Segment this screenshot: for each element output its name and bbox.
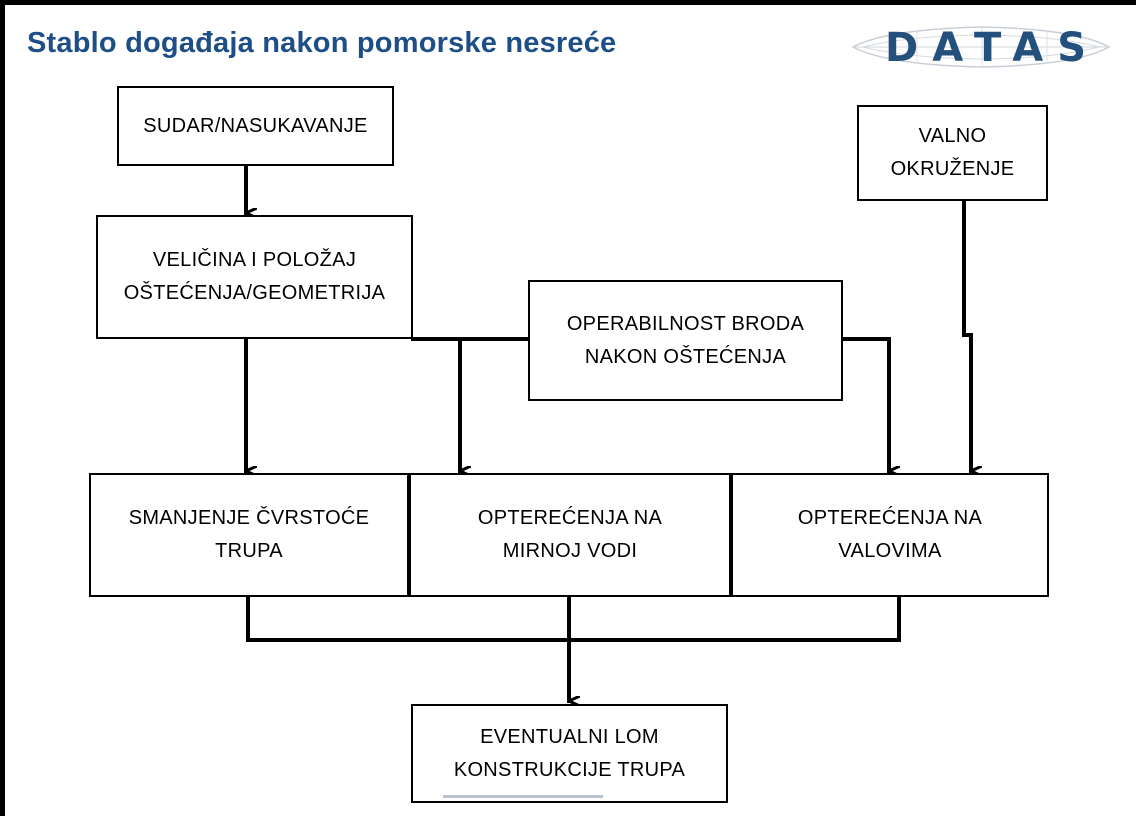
- node-opterecenja-valovima: OPTEREĆENJA NA VALOVIMA: [731, 473, 1049, 597]
- node-operabilnost-broda: OPERABILNOST BRODA NAKON OŠTEĆENJA: [528, 280, 843, 401]
- node-valovi-line1: OPTEREĆENJA NA: [797, 507, 983, 529]
- logo-text: DATAS: [885, 25, 1100, 71]
- node-operabilnost-line2: NAKON OŠTEĆENJA: [584, 345, 787, 368]
- underline-decoration: [443, 795, 603, 798]
- node-velicina-line1: VELIČINA I POLOŽAJ: [152, 249, 357, 271]
- logo-ship-outline: [851, 26, 1111, 68]
- node-sudar-line1: SUDAR/NASUKAVANJE: [143, 114, 368, 137]
- node-valno-okruzenje: VALNO OKRUŽENJE: [857, 105, 1048, 201]
- node-velicina-polozaj: VELIČINA I POLOŽAJ OŠTEĆENJA/GEOMETRIJA: [96, 215, 413, 339]
- node-smanjenje-line2: TRUPA: [215, 540, 283, 562]
- node-mirna-voda-line2: MIRNOJ VODI: [502, 540, 638, 562]
- node-operabilnost-line1: OPERABILNOST BRODA: [566, 312, 805, 335]
- node-valno-line1: VALNO: [918, 125, 987, 147]
- node-sudar-nasukavanje: SUDAR/NASUKAVANJE: [117, 86, 394, 166]
- node-mirna-voda-line1: OPTEREĆENJA NA: [477, 507, 663, 529]
- node-velicina-line2: OŠTEĆENJA/GEOMETRIJA: [123, 282, 386, 304]
- arrow-operabilnost-to-valovi: [841, 337, 889, 471]
- node-valovi-line2: VALOVIMA: [838, 540, 942, 562]
- node-smanjenje-line1: SMANJENJE ČVRSTOĆE: [128, 507, 370, 529]
- arrow-valno-to-valovi: [962, 199, 971, 471]
- node-eventualni-lom: EVENTUALNI LOM KONSTRUKCIJE TRUPA: [411, 704, 728, 803]
- slide-title: Stablo događaja nakon pomorske nesreće: [27, 27, 617, 59]
- connector-arrows: [244, 164, 1136, 821]
- node-valno-line2: OKRUŽENJE: [890, 158, 1015, 180]
- datas-logo: DATAS: [847, 19, 1117, 75]
- line-lower-collector: [246, 595, 901, 642]
- node-smanjenje-cvrstoce: SMANJENJE ČVRSTOĆE TRUPA: [89, 473, 409, 597]
- node-lom-line2: KONSTRUKCIJE TRUPA: [453, 758, 686, 781]
- node-opterecenja-mirnoj-vodi: OPTEREĆENJA NA MIRNOJ VODI: [409, 473, 731, 597]
- node-lom-line1: EVENTUALNI LOM: [480, 725, 659, 748]
